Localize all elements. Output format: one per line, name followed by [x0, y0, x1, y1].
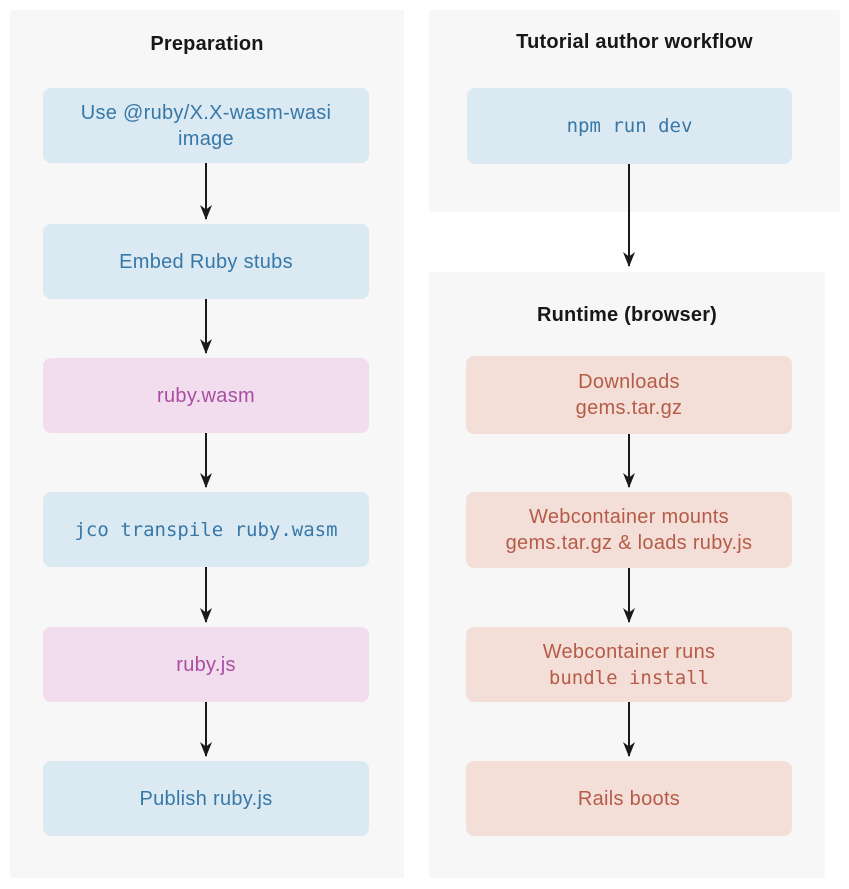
node-downloads-gems-tar-gz: Downloads gems.tar.gz [466, 356, 792, 434]
node-label-line1: Webcontainer runs [542, 640, 716, 663]
node-label: Downloads gems.tar.gz [575, 371, 683, 419]
node-label: Publish ruby.js [139, 787, 273, 810]
node-label: jco transpile ruby.wasm [74, 518, 338, 541]
node-label: npm run dev [566, 115, 693, 137]
node-npm-run-dev: npm run dev [467, 88, 792, 164]
node-webcontainer-mounts-gems: Webcontainer mounts gems.tar.gz & loads … [466, 492, 792, 568]
node-webcontainer-runs-bundle-install: Webcontainer runs bundle install [466, 627, 792, 702]
node-use-ruby-wasm-wasi-image: Use @ruby/X.X-wasm-wasi image [43, 88, 369, 163]
node-jco-transpile-ruby-wasm: jco transpile ruby.wasm [43, 492, 369, 567]
node-label: Rails boots [577, 787, 681, 810]
node-label-line2-code: bundle install [548, 666, 710, 689]
node-ruby-js: ruby.js [43, 627, 369, 702]
node-label: ruby.wasm [157, 384, 255, 407]
runtime-browser-title: Runtime (browser) [536, 304, 718, 326]
node-label: ruby.js [176, 653, 236, 676]
preparation-title: Preparation [150, 33, 264, 55]
node-embed-ruby-stubs: Embed Ruby stubs [43, 224, 369, 299]
node-label: Webcontainer mounts gems.tar.gz & loads … [505, 506, 753, 554]
node-label: Use @ruby/X.X-wasm-wasi image [80, 101, 332, 150]
node-ruby-wasm: ruby.wasm [43, 358, 369, 433]
node-rails-boots: Rails boots [466, 761, 792, 836]
node-label: Embed Ruby stubs [119, 250, 293, 273]
node-publish-ruby-js: Publish ruby.js [43, 761, 369, 836]
tutorial-author-workflow-title: Tutorial author workflow [516, 31, 753, 53]
